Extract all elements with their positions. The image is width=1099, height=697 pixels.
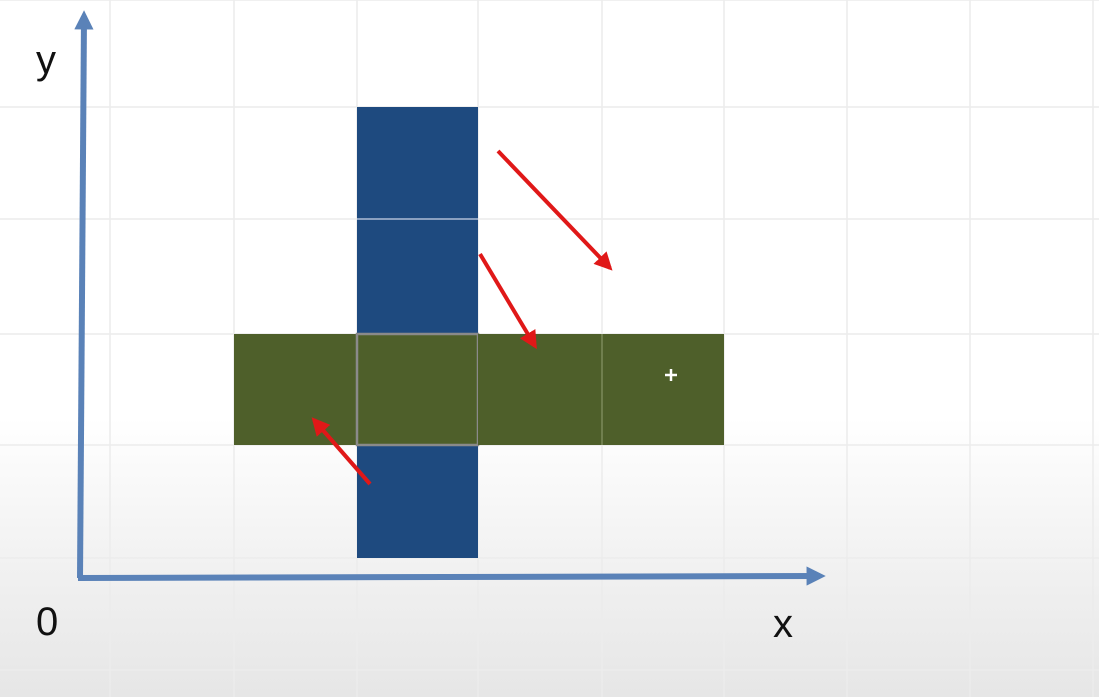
x-axis [77, 566, 826, 586]
vertical-bar-cell [357, 107, 478, 219]
horizontal-bar [234, 332, 724, 447]
crosshair-icon [665, 369, 677, 381]
horizontal-bar-cell [602, 334, 724, 445]
origin-label: 0 [36, 600, 59, 644]
vertical-bar [357, 107, 478, 558]
red-arrow-icon [311, 417, 372, 486]
y-axis-label: y [36, 38, 56, 82]
horizontal-bar-cell [234, 334, 357, 445]
horizontal-bar-cell [478, 334, 602, 445]
vertical-bar-cell [357, 219, 478, 333]
red-arrow-icon [478, 252, 537, 350]
x-axis-label: x [773, 602, 793, 646]
red-arrow-icon [496, 149, 613, 271]
vertical-bar-cell [357, 445, 478, 558]
horizontal-bar-cell-center [355, 332, 480, 447]
y-axis [74, 10, 94, 579]
